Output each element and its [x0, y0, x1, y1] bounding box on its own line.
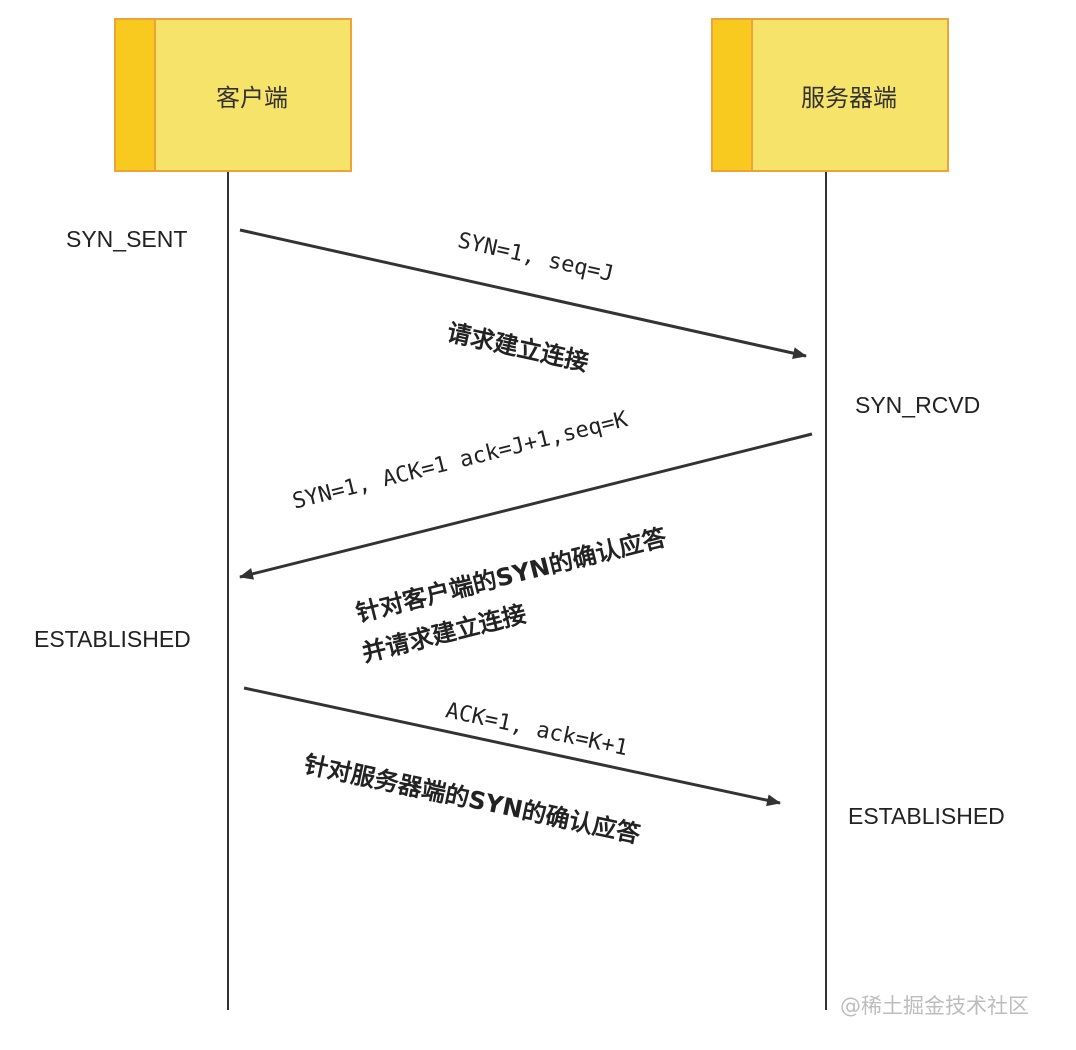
ack-arrow — [243, 686, 781, 807]
syn-ack-arrow — [239, 432, 813, 580]
client-state-established: ESTABLISHED — [34, 626, 191, 652]
server-label: 服务器端 — [801, 83, 897, 112]
server-state-syn-rcvd: SYN_RCVD — [855, 392, 981, 418]
syn-arrow — [239, 228, 807, 360]
server-box-band — [713, 20, 753, 170]
client-state-syn-sent: SYN_SENT — [66, 226, 188, 252]
watermark: @稀土掘金技术社区 — [840, 994, 1029, 1018]
client-label: 客户端 — [216, 83, 288, 112]
client-box-band — [116, 20, 156, 170]
server-participant-box: 服务器端 — [711, 18, 949, 172]
client-participant-box: 客户端 — [114, 18, 352, 172]
server-state-established: ESTABLISHED — [848, 803, 1005, 829]
